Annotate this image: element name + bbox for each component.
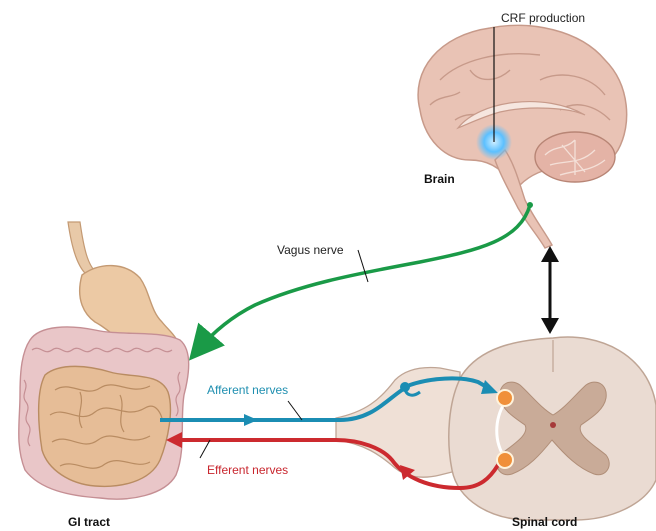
brain	[418, 25, 627, 248]
afferent-leader-line	[288, 401, 302, 420]
brain-label: Brain	[424, 172, 455, 186]
central-canal	[550, 422, 556, 428]
efferent-leader-line	[200, 440, 210, 458]
afferent-label: Afferent nerves	[207, 383, 288, 397]
vagus-leader-line	[358, 250, 368, 282]
nerve-root	[336, 368, 460, 478]
motor-neuron	[497, 452, 513, 468]
gi-tract	[19, 222, 189, 499]
vagus-label: Vagus nerve	[277, 243, 344, 257]
vagus-origin-dot	[527, 202, 533, 208]
vagus-nerve-path	[198, 205, 530, 350]
ganglion-cell	[400, 382, 410, 392]
gi-tract-label: GI tract	[68, 515, 110, 529]
efferent-label: Efferent nerves	[207, 463, 288, 477]
sensory-neuron	[497, 390, 513, 406]
afferent-arrowhead-left	[244, 414, 258, 426]
crf-label: CRF production	[501, 11, 585, 25]
small-intestine	[39, 366, 171, 486]
spinal-cord-label: Spinal cord	[512, 515, 577, 529]
esophagus	[68, 222, 96, 276]
double-headed-arrow-icon	[541, 246, 559, 334]
